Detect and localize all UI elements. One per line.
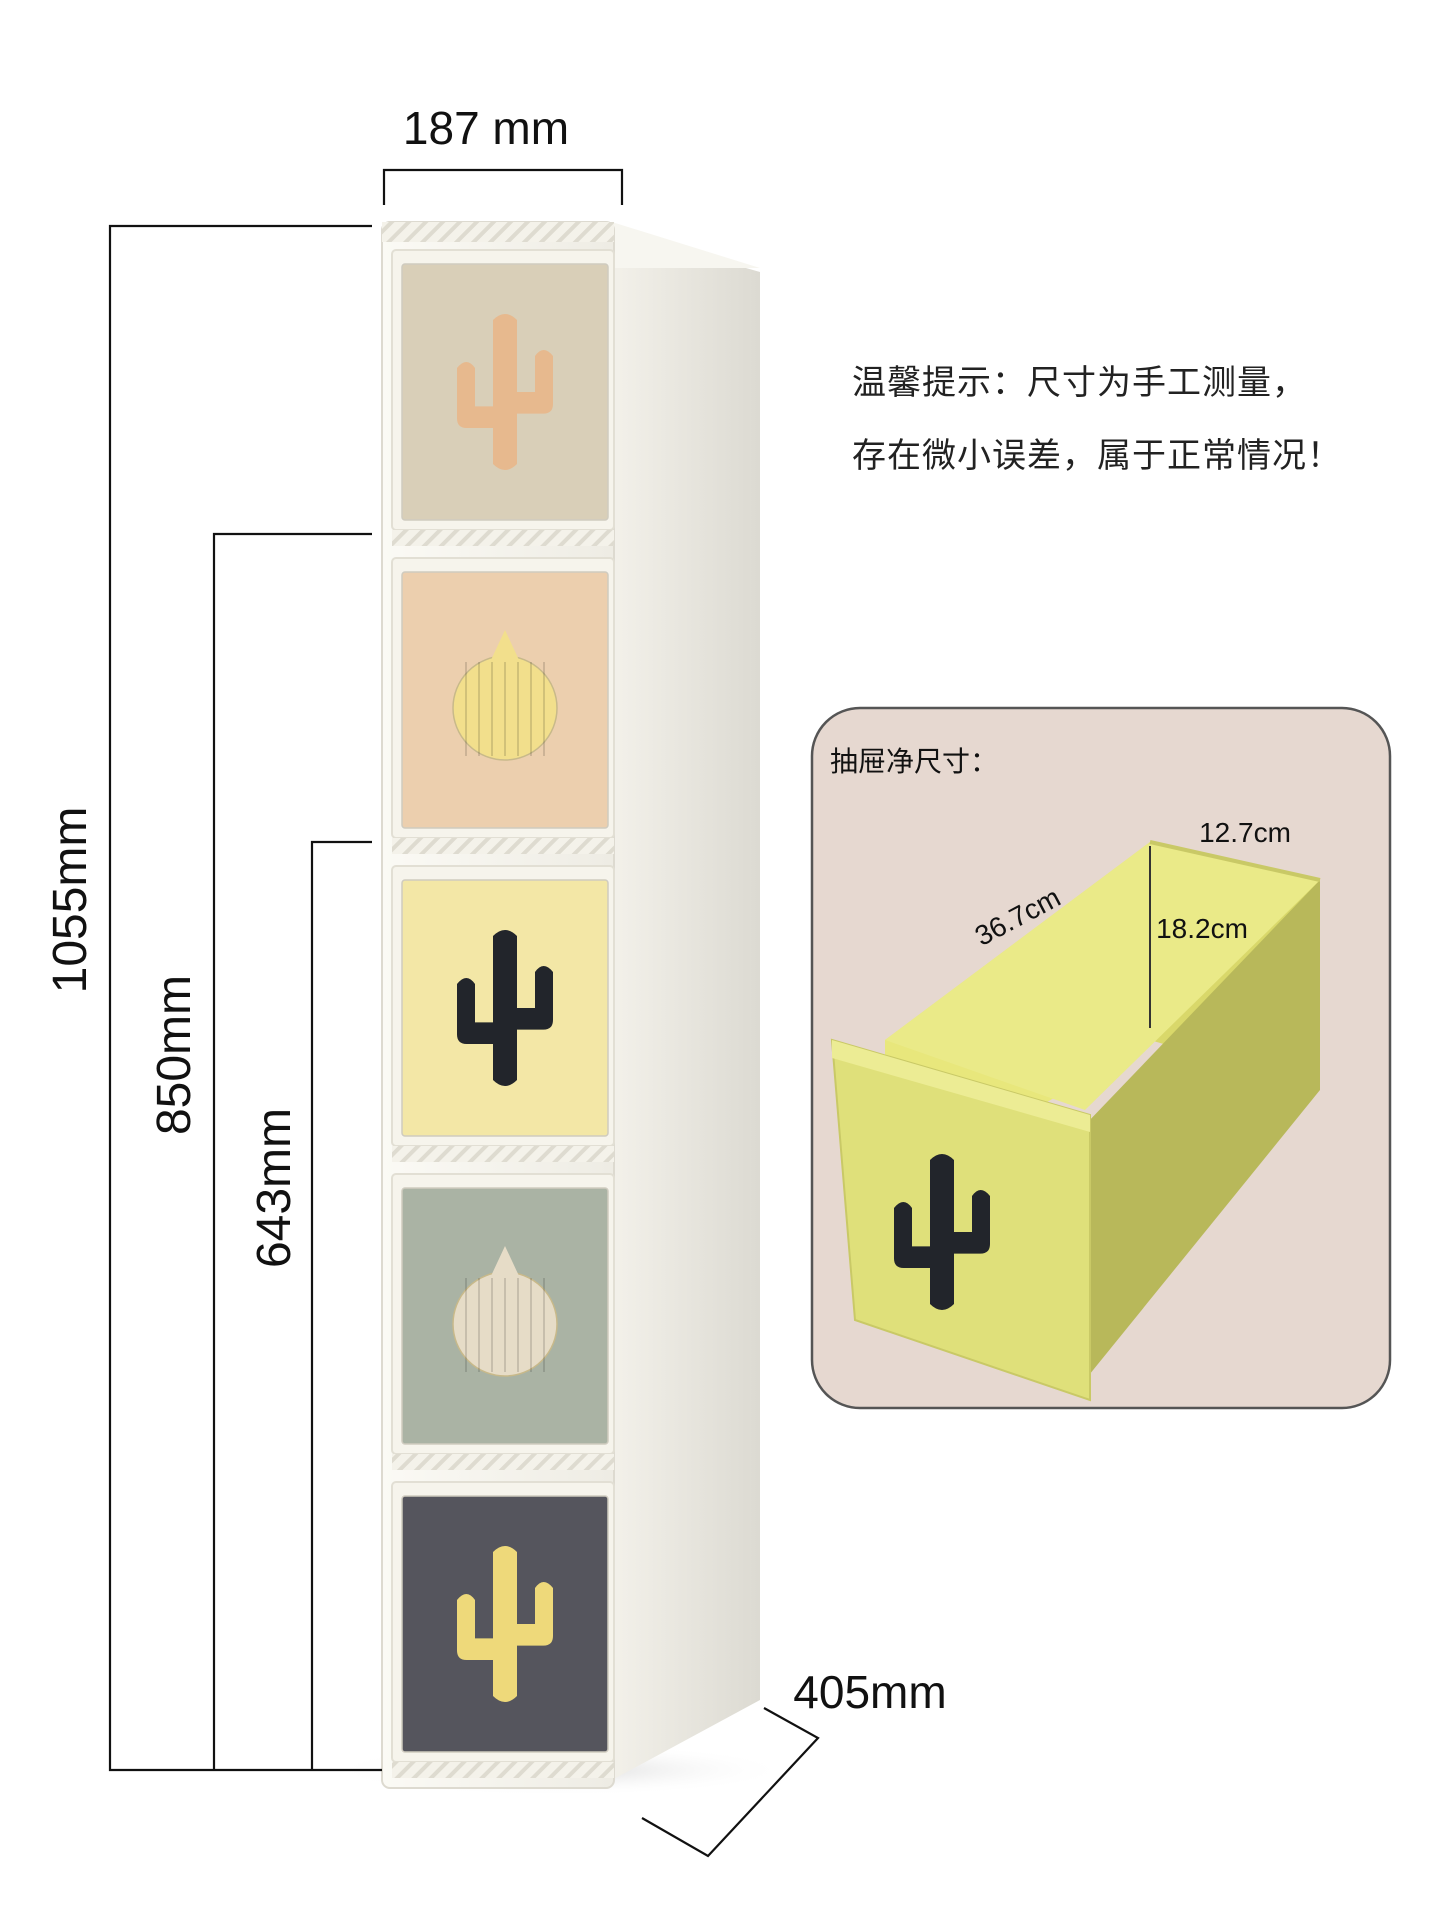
drawer-rim xyxy=(392,838,614,854)
height-643-label: 643mm xyxy=(248,1108,301,1268)
drawer-3[interactable] xyxy=(391,865,615,1162)
height-total-label: 1055mm xyxy=(44,807,97,994)
measurement-note-line2: 存在微小误差，属于正常情况！ xyxy=(852,436,1342,476)
inset-title: 抽屉净尺寸： xyxy=(830,745,999,778)
inset-width-label: 12.7cm xyxy=(1199,817,1291,848)
drawer-rim xyxy=(392,530,614,546)
width-label: 187 mm xyxy=(403,102,569,154)
drawer-rim xyxy=(392,1762,614,1778)
drawer-stack xyxy=(391,249,615,1778)
round-cactus-icon xyxy=(452,630,558,761)
dimension-lines xyxy=(108,168,820,1858)
cabinet-top-rim xyxy=(382,222,614,242)
drawer-4[interactable] xyxy=(391,1173,615,1470)
inset-drawer xyxy=(830,840,1321,1402)
inset-height-label: 18.2cm xyxy=(1156,913,1248,944)
round-cactus-icon xyxy=(452,1246,558,1377)
drawer-1[interactable] xyxy=(391,249,615,546)
drawer-rim xyxy=(392,1454,614,1470)
drawer-5[interactable] xyxy=(391,1481,615,1778)
drawer-2[interactable] xyxy=(391,557,615,854)
height-850-label: 850mm xyxy=(148,975,201,1135)
measurement-note-line1: 温馨提示：尺寸为手工测量， xyxy=(852,363,1307,403)
depth-label: 405mm xyxy=(793,1666,946,1718)
drawer-rim xyxy=(392,1146,614,1162)
cabinet-side xyxy=(612,230,760,1780)
